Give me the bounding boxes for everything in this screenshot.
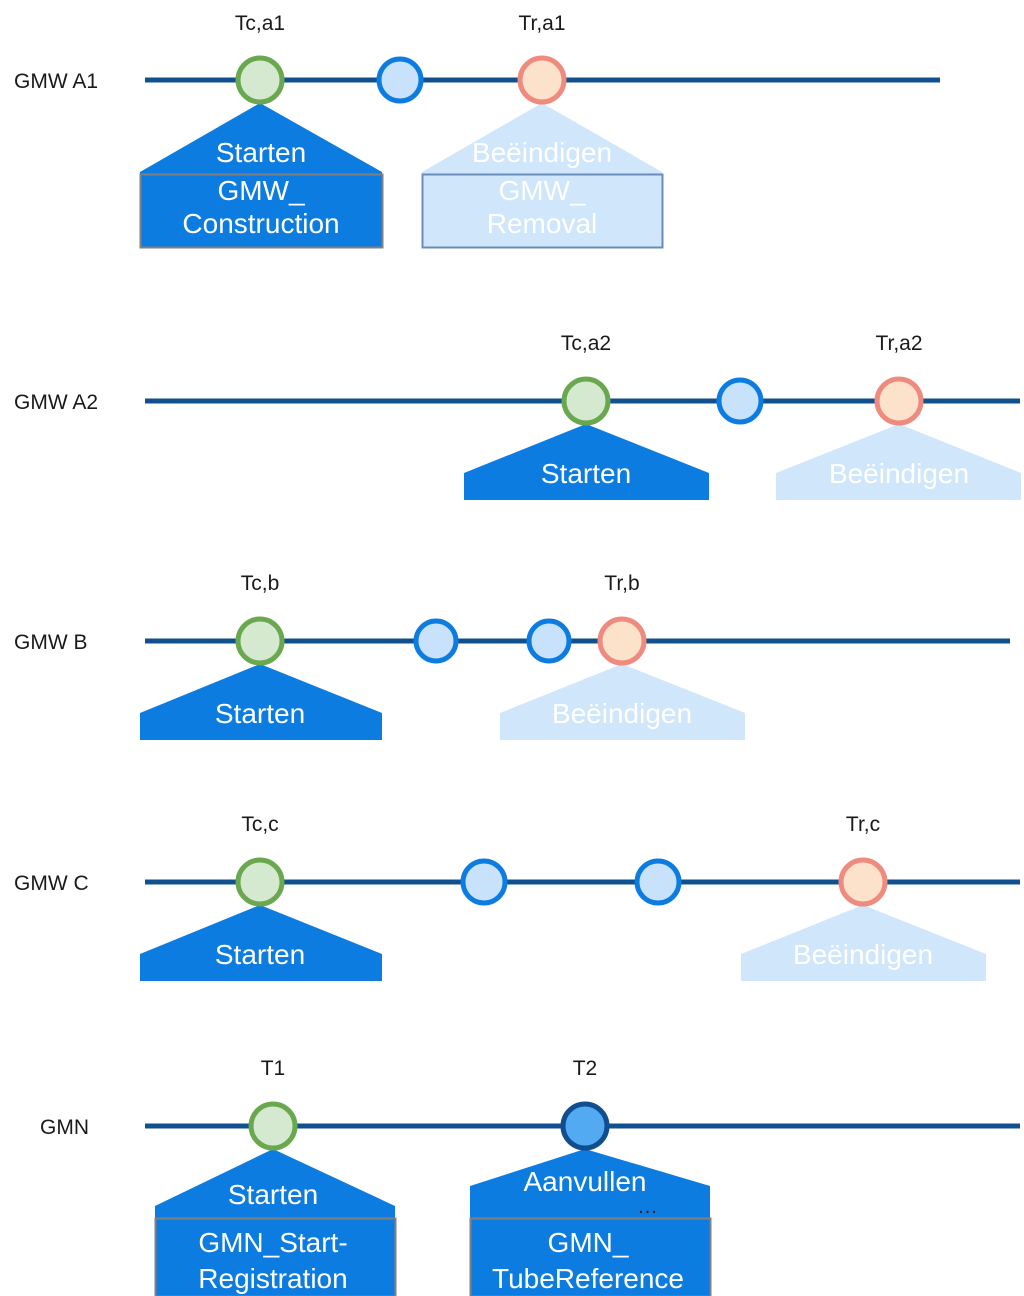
aanvullen-gmn-tubereference-box <box>469 1217 712 1296</box>
event-marker-gmw-b-tr-b[interactable] <box>597 616 647 666</box>
timeline-row-gmw-b: Starten Beëindigen GMW B Tc,b Tr,b <box>14 572 1010 740</box>
beeindigen-c-pentagon <box>741 905 986 981</box>
timeline-row-gmw-a2: Starten Beëindigen GMW A2 Tc,a2 Tr,a2 <box>14 332 1021 500</box>
tick-label-gmw-a2-tc-a2: Tc,a2 <box>561 332 611 355</box>
event-marker-gmw-a2-mid-1[interactable] <box>716 377 764 425</box>
timeline-row-gmw-c: Starten Beëindigen GMW C Tc,c Tr,c <box>14 813 1020 981</box>
beeindigen-gmw-removal-box <box>421 173 664 249</box>
tick-label-gmw-c-tc-c: Tc,c <box>241 813 278 836</box>
tick-label-gmn-t1: T1 <box>261 1057 286 1080</box>
starten-a2-label: Starten <box>541 458 631 489</box>
row-label-gmw-c: GMW C <box>14 872 89 895</box>
row-label-gmn: GMN <box>40 1116 89 1139</box>
starten-b-label: Starten <box>215 698 305 729</box>
row-label-gmw-a2: GMW A2 <box>14 391 98 414</box>
event-marker-gmw-a1-tc-a1[interactable] <box>235 55 285 105</box>
event-marker-gmn-t1[interactable] <box>248 1101 298 1151</box>
beeindigen-gmw-removal-pentagon <box>422 103 662 178</box>
starten-gmw-construction-label: Starten <box>216 137 306 168</box>
starten-gmw-construction-pentagon <box>140 103 382 178</box>
aanvullen-gmn-tubereference-pentagon <box>470 1149 710 1218</box>
starten-gmn-start-registration-box-line: GMN_Start- <box>198 1227 347 1258</box>
tick-label-gmw-b-tr-b: Tr,b <box>604 572 639 595</box>
event-marker-gmw-b-tc-b[interactable] <box>235 616 285 666</box>
timeline-row-gmw-a1: StartenGMW_ConstructionBeëindigenGMW_Rem… <box>14 12 940 249</box>
starten-gmn-start-registration-pentagon <box>155 1149 395 1218</box>
beeindigen-c-label: Beëindigen <box>793 939 933 970</box>
aanvullen-gmn-tubereference-box-line: GMN_ <box>548 1227 629 1258</box>
row-label-gmw-b: GMW B <box>14 631 88 654</box>
event-marker-gmw-c-mid-2[interactable] <box>634 858 682 906</box>
starten-b-pentagon <box>140 664 382 740</box>
event-marker-gmw-a2-tr-a2[interactable] <box>874 376 924 426</box>
tick-label-gmw-c-tr-c: Tr,c <box>846 813 880 836</box>
event-marker-gmw-a2-tc-a2[interactable] <box>561 376 611 426</box>
aanvullen-gmn-tubereference-ellipsis: ... <box>638 1196 658 1218</box>
event-marker-gmw-c-tc-c[interactable] <box>235 857 285 907</box>
event-marker-gmw-a1-mid-1[interactable] <box>376 56 424 104</box>
event-marker-gmw-b-mid-1[interactable] <box>413 618 459 664</box>
starten-gmw-construction-box <box>139 173 384 249</box>
tick-label-gmw-a2-tr-a2: Tr,a2 <box>875 332 922 355</box>
starten-c-label: Starten <box>215 939 305 970</box>
tick-label-gmn-t2: T2 <box>573 1057 598 1080</box>
beeindigen-gmw-removal-label: Beëindigen <box>472 137 612 168</box>
row-label-gmw-a1: GMW A1 <box>14 70 98 93</box>
event-marker-gmn-t2[interactable] <box>560 1101 610 1151</box>
beeindigen-b-pentagon <box>500 664 745 740</box>
aanvullen-gmn-tubereference-label: Aanvullen <box>524 1166 647 1197</box>
aanvullen-gmn-tubereference-box-line: TubeReference <box>492 1263 684 1294</box>
starten-c-pentagon <box>140 905 382 981</box>
starten-gmw-construction-box-line: GMW_ <box>217 175 305 206</box>
starten-gmw-construction-box-line: Construction <box>182 208 339 239</box>
beeindigen-gmw-removal-box-line: Removal <box>487 208 597 239</box>
beeindigen-a2-label: Beëindigen <box>829 458 969 489</box>
starten-gmn-start-registration-box <box>154 1217 397 1296</box>
beeindigen-gmw-removal-box-line: GMW_ <box>498 175 586 206</box>
beeindigen-a2-pentagon <box>776 424 1021 500</box>
event-marker-gmw-a1-tr-a1[interactable] <box>517 55 567 105</box>
tick-label-gmw-a1-tc-a1: Tc,a1 <box>235 12 285 35</box>
starten-a2-pentagon <box>464 424 709 500</box>
tick-label-gmw-a1-tr-a1: Tr,a1 <box>518 12 565 35</box>
event-marker-gmw-b-mid-2[interactable] <box>526 618 572 664</box>
starten-gmn-start-registration-box-line: Registration <box>198 1263 347 1294</box>
event-marker-gmw-c-mid-1[interactable] <box>460 858 508 906</box>
beeindigen-b-label: Beëindigen <box>552 698 692 729</box>
starten-gmn-start-registration-label: Starten <box>228 1179 318 1210</box>
tick-label-gmw-b-tc-b: Tc,b <box>241 572 280 595</box>
event-marker-gmw-c-tr-c[interactable] <box>838 857 888 907</box>
